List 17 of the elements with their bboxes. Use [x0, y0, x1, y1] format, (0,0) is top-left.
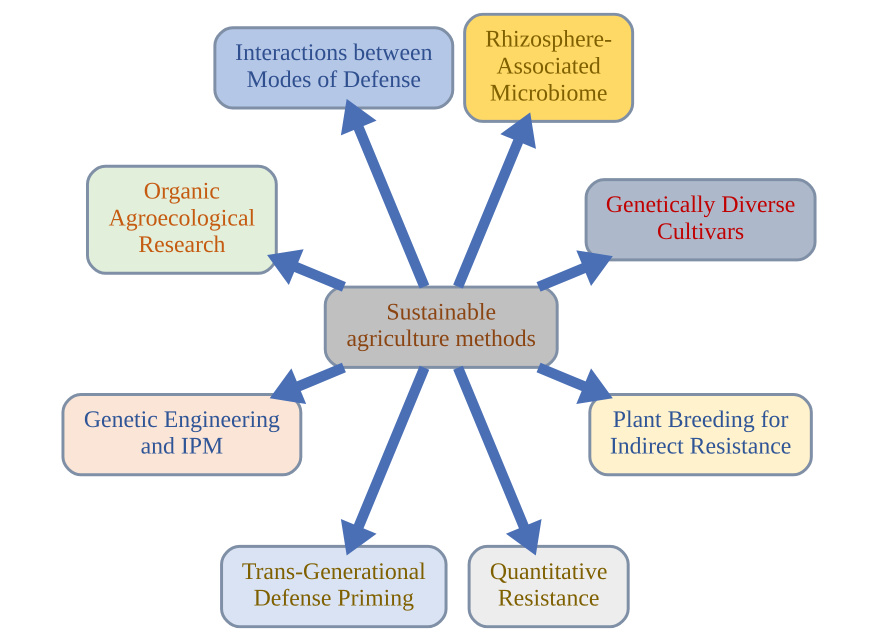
arrow — [453, 366, 542, 556]
arrow — [340, 98, 430, 289]
arrow — [536, 250, 613, 292]
node-box: Trans-Generational Defense Priming — [220, 544, 448, 628]
arrow — [267, 249, 346, 292]
node-box: Genetic Engineering and IPM — [61, 392, 302, 476]
arrow — [536, 362, 613, 404]
node-box: Rhizosphere-Associated Microbiome — [463, 12, 634, 123]
arrow — [340, 366, 430, 556]
node-box: Organic Agroecological Research — [86, 164, 278, 275]
node-box: Plant Breeding for Indirect Resistance — [588, 392, 813, 476]
arrow — [453, 112, 536, 289]
node-box: Sustainable agriculture methods — [324, 286, 559, 369]
node-box: Quantitative Resistance — [468, 544, 630, 628]
node-box: Interactions between Modes of Defense — [213, 26, 454, 110]
arrow — [270, 362, 346, 404]
node-box: Genetically Diverse Cultivars — [584, 178, 817, 262]
